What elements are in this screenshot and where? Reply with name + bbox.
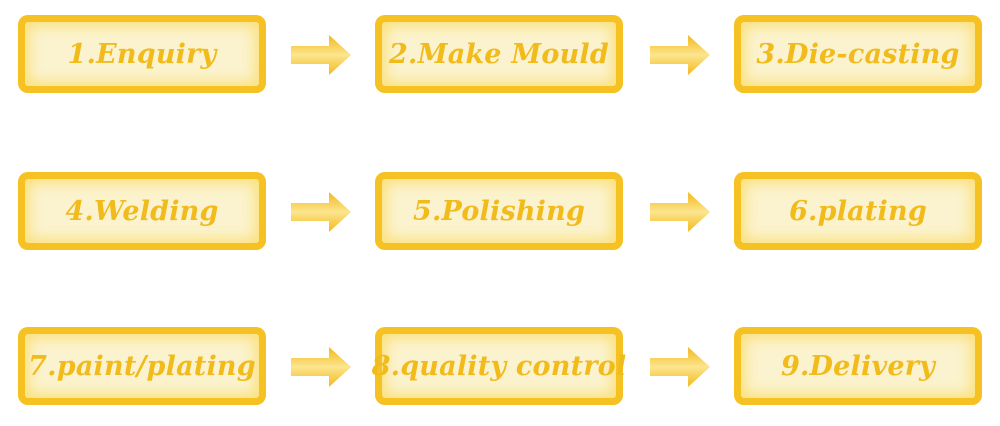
right-arrow-icon xyxy=(648,33,712,77)
step-box-paint-plating: 7.paint/plating xyxy=(18,327,266,405)
step-label: 9.Delivery xyxy=(780,350,936,382)
step-box-polishing: 5.Polishing xyxy=(375,172,623,250)
step-box-delivery: 9.Delivery xyxy=(734,327,982,405)
step-box-quality-control: 8.quality control xyxy=(372,327,626,405)
step-box-plating: 6.plating xyxy=(734,172,982,250)
step-label: 7.paint/plating xyxy=(28,350,256,382)
step-box-make-mould: 2.Make Mould xyxy=(375,15,623,93)
step-label: 1.Enquiry xyxy=(67,38,217,70)
step-box-die-casting: 3.Die-casting xyxy=(734,15,982,93)
step-label: 4.Welding xyxy=(65,195,219,227)
right-arrow-icon xyxy=(289,190,353,234)
step-label: 2.Make Mould xyxy=(389,38,609,70)
step-label: 3.Die-casting xyxy=(756,38,960,70)
right-arrow-icon xyxy=(289,345,353,389)
right-arrow-icon xyxy=(648,345,712,389)
step-label: 5.Polishing xyxy=(412,195,586,227)
step-box-enquiry: 1.Enquiry xyxy=(18,15,266,93)
step-label: 8.quality control xyxy=(371,350,627,382)
step-box-welding: 4.Welding xyxy=(18,172,266,250)
step-label: 6.plating xyxy=(789,195,927,227)
right-arrow-icon xyxy=(648,190,712,234)
right-arrow-icon xyxy=(289,33,353,77)
